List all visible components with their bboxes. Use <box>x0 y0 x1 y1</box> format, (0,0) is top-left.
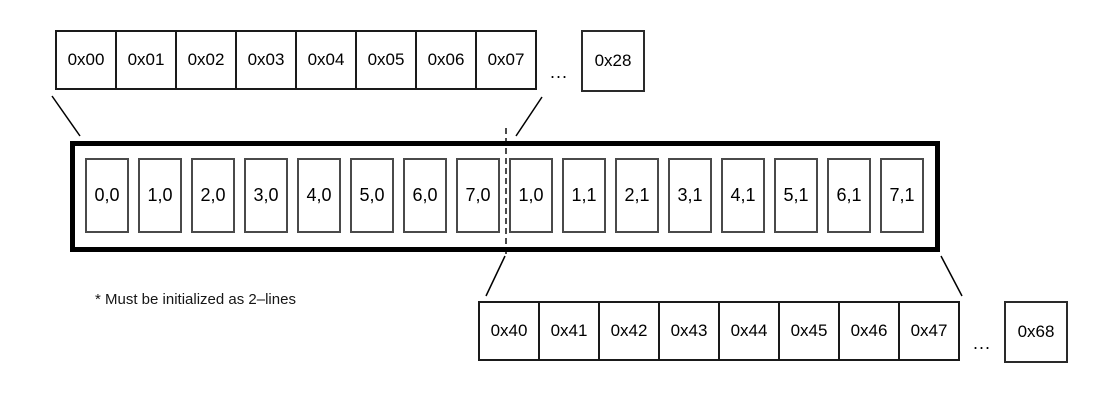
cache-slot: 4,0 <box>297 158 341 233</box>
address-cell: 0x41 <box>538 301 600 361</box>
connector-bottom-left-line <box>485 255 506 297</box>
cache-slot: 5,0 <box>350 158 394 233</box>
cache-slot: 1,0 <box>509 158 553 233</box>
address-cell: 0x45 <box>778 301 840 361</box>
ellipsis: ... <box>973 333 992 353</box>
cache-slot: 5,1 <box>774 158 818 233</box>
address-cell: 0x40 <box>478 301 540 361</box>
cache-slot: 3,0 <box>244 158 288 233</box>
ellipsis: ... <box>550 62 569 82</box>
top-address-row: 0x00 0x01 0x02 0x03 0x04 0x05 0x06 0x07 … <box>55 30 646 92</box>
cache-slot: 6,0 <box>403 158 447 233</box>
cache-slot: 1,0 <box>138 158 182 233</box>
address-cell-last: 0x68 <box>1004 301 1069 363</box>
note-text: * Must be initialized as 2–lines <box>95 291 296 308</box>
address-cell: 0x43 <box>658 301 720 361</box>
cache-slot: 4,1 <box>721 158 765 233</box>
cache-slot: 7,1 <box>880 158 924 233</box>
cache-slot: 0,0 <box>85 158 129 233</box>
address-cell-last: 0x28 <box>581 30 646 92</box>
address-cell: 0x00 <box>55 30 117 90</box>
address-cell: 0x04 <box>295 30 357 90</box>
cache-slot: 6,1 <box>827 158 871 233</box>
cache-slot: 2,1 <box>615 158 659 233</box>
cache-line-box: 0,0 1,0 2,0 3,0 4,0 5,0 6,0 7,0 1,0 1,1 … <box>70 141 940 252</box>
address-cell: 0x03 <box>235 30 297 90</box>
cache-slot: 7,0 <box>456 158 500 233</box>
address-cell: 0x47 <box>898 301 960 361</box>
bottom-address-row: 0x40 0x41 0x42 0x43 0x44 0x45 0x46 0x47 … <box>478 301 1069 363</box>
address-cell: 0x06 <box>415 30 477 90</box>
address-cell: 0x42 <box>598 301 660 361</box>
cache-slot: 1,1 <box>562 158 606 233</box>
address-cell: 0x05 <box>355 30 417 90</box>
cache-slot: 3,1 <box>668 158 712 233</box>
cache-slot: 2,0 <box>191 158 235 233</box>
address-cell: 0x44 <box>718 301 780 361</box>
connector-top-right-line <box>515 96 543 137</box>
address-cell: 0x07 <box>475 30 537 90</box>
address-cell: 0x46 <box>838 301 900 361</box>
connector-top-left-line <box>51 95 81 137</box>
connector-bottom-right-line <box>940 255 963 297</box>
address-cell: 0x02 <box>175 30 237 90</box>
address-cell: 0x01 <box>115 30 177 90</box>
